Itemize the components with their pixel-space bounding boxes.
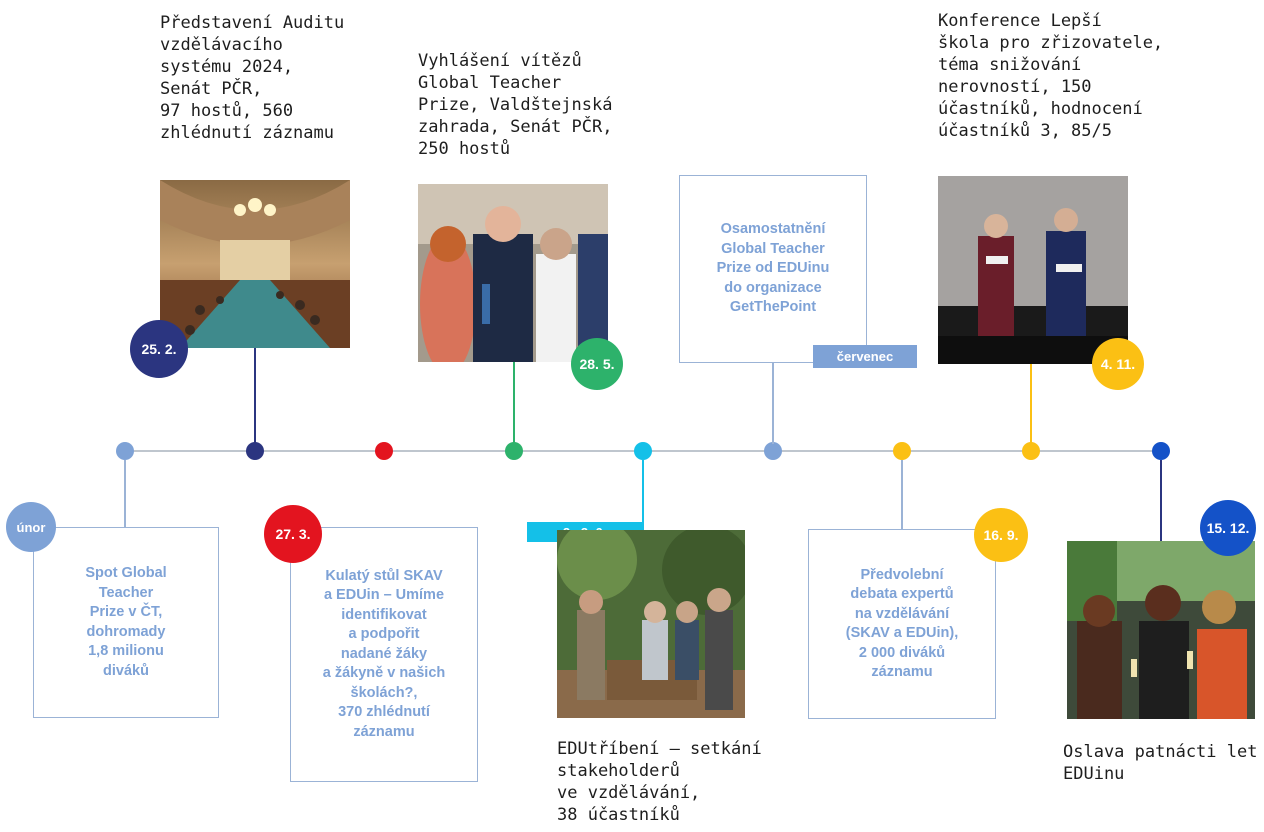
event-text: Konference Lepší škola pro zřizovatele, … [938, 11, 1164, 141]
award-ceremony-photo [418, 184, 608, 362]
date-badge: 15. 12. [1200, 500, 1256, 556]
event-text: Oslava patnácti let EDUinu [1063, 742, 1258, 784]
date-badge: 16. 9. [974, 508, 1028, 562]
event-text: Vyhlášení vítězů Global Teacher Prize, V… [418, 51, 613, 159]
event-text: Kulatý stůl SKAV a EDUin – Umíme identif… [322, 567, 446, 740]
event-text: Spot Global Teacher Prize v ČT, dohromad… [85, 565, 167, 679]
date-badge: 4. 11. [1092, 338, 1144, 390]
celebration-photo [1067, 541, 1255, 719]
timeline-dot-15-12 [1152, 442, 1170, 460]
date-badge: 27. 3. [264, 505, 322, 563]
timeline-dot-cervenec [764, 442, 782, 460]
timeline-dot-unor [116, 442, 134, 460]
connector-line [772, 362, 774, 444]
event-box-kulaty-stul: Kulatý stůl SKAV a EDUin – Umíme identif… [290, 527, 478, 782]
date-badge: 25. 2. [130, 320, 188, 378]
date-badge: 28. 5. [571, 338, 623, 390]
timeline-dot-28-5 [505, 442, 523, 460]
connector-line [1160, 460, 1162, 542]
connector-line [1030, 362, 1032, 444]
date-badge: únor [6, 502, 56, 552]
event-box-predvolebni: Předvolební debata expertů na vzdělávání… [808, 529, 996, 719]
event-text: Osamostatnění Global Teacher Prize od ED… [716, 221, 830, 316]
event-box-osamostatneni: Osamostatnění Global Teacher Prize od ED… [679, 175, 867, 363]
connector-line [254, 348, 256, 444]
timeline-dot-4-11 [1022, 442, 1040, 460]
timeline-dot-27-3 [375, 442, 393, 460]
date-tag: červenec [813, 345, 917, 368]
event-text: Představení Auditu vzdělávacího systému … [160, 13, 345, 143]
conference-stage-photo [938, 176, 1128, 364]
connector-line [901, 460, 903, 530]
connector-line [124, 460, 126, 528]
event-text: EDUtříbení – setkání stakeholderů ve vzd… [557, 739, 762, 825]
timeline-dot-16-9 [893, 442, 911, 460]
timeline-dot-2-3-6 [634, 442, 652, 460]
connector-line [513, 362, 515, 444]
senate-hall-photo [160, 180, 350, 348]
connector-line [642, 460, 644, 530]
timeline-dot-25-2 [246, 442, 264, 460]
garden-meeting-photo [557, 530, 745, 718]
event-box-spot: Spot Global Teacher Prize v ČT, dohromad… [33, 527, 219, 718]
event-text: Předvolební debata expertů na vzdělávání… [845, 566, 959, 681]
